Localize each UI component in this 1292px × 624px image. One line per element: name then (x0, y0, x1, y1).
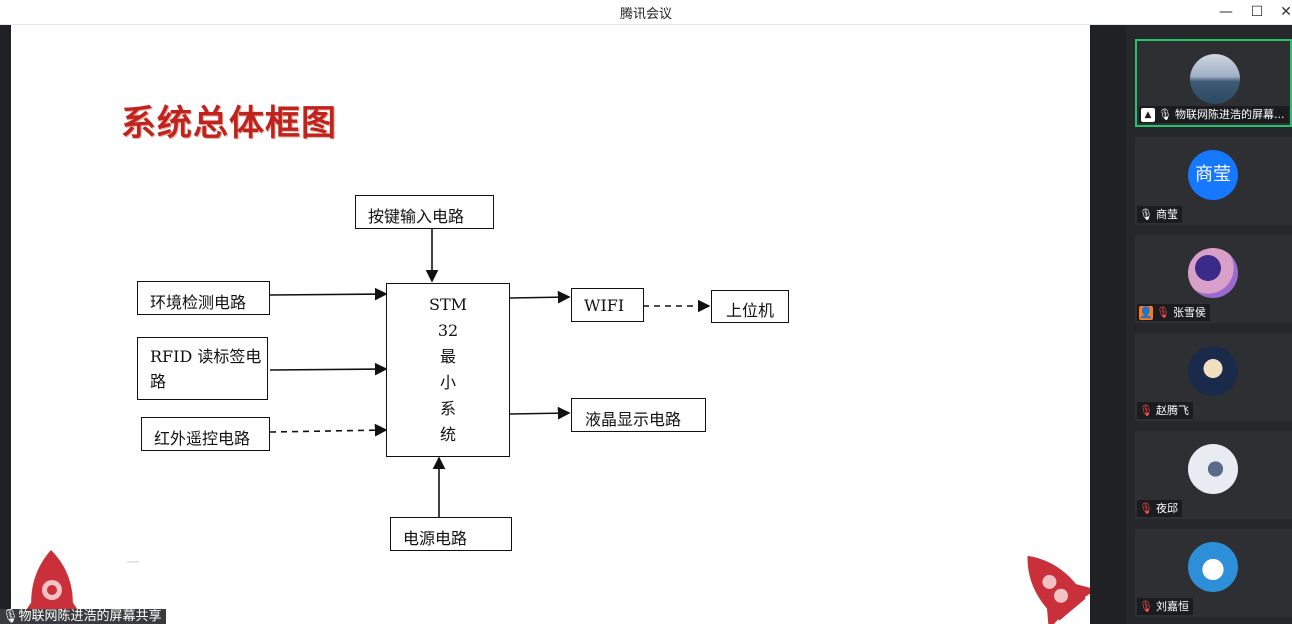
title-bar: 腾讯会议 — ☐ ✕ (0, 0, 1292, 25)
box-lcd: 液晶显示电路 (571, 398, 706, 432)
participant-tile[interactable]: 👤 🎙 张雪侯 (1135, 235, 1292, 323)
participant-tile[interactable]: 🎙 刘嘉恒 (1135, 529, 1292, 617)
participants-sidebar[interactable]: ▲ 🎙 物联网陈进浩的屏幕... 商莹 🎙 商莹 👤 🎙 张雪侯 🎙 赵腾飞 (1126, 25, 1292, 624)
mic-icon: 🎙 (1158, 107, 1172, 121)
mic-muted-icon: 🎙 (1139, 599, 1153, 613)
box-wifi: WIFI (571, 288, 644, 322)
rocket-icon (1027, 555, 1090, 624)
screen-share-icon: ▲ (1141, 107, 1155, 122)
participant-tile[interactable]: ▲ 🎙 物联网陈进浩的屏幕... (1135, 39, 1292, 127)
arrow-env-to-stm (269, 287, 388, 301)
avatar (1188, 346, 1238, 396)
mic-muted-icon: 🎙 (1139, 403, 1153, 417)
minimize-button[interactable]: — (1219, 4, 1233, 20)
screen-share-label: 🎙物联网陈进浩的屏幕共享 (0, 609, 166, 624)
maximize-button[interactable]: ☐ (1250, 4, 1264, 20)
box-ir-remote: 红外遥控电路 (141, 417, 270, 451)
slide-title: 系统总体框图 (121, 104, 338, 144)
presentation-slide: 系统总体框图 按键输入电路 环境检测电路 RFID 读标签电路 红外遥控电路 (11, 25, 1090, 624)
participant-namebar: 🎙 商莹 (1137, 206, 1182, 223)
mic-icon: 🎙 (1139, 207, 1153, 221)
arrow-ir-to-stm (269, 423, 388, 437)
close-button[interactable]: ✕ (1280, 4, 1292, 20)
participant-namebar: 🎙 赵腾飞 (1137, 402, 1193, 419)
box-env-detect: 环境检测电路 (137, 281, 270, 315)
participant-tile[interactable]: 🎙 夜邱 (1135, 431, 1292, 519)
arrow-stm-to-wifi (509, 290, 571, 304)
avatar (1188, 248, 1238, 298)
participant-namebar: 👤 🎙 张雪侯 (1137, 304, 1210, 321)
arrow-rfid-to-stm (269, 362, 388, 376)
box-power: 电源电路 (390, 517, 512, 551)
participant-tile[interactable]: 🎙 赵腾飞 (1135, 333, 1292, 421)
user-badge-icon: 👤 (1139, 305, 1153, 320)
box-key-input: 按键输入电路 (355, 195, 494, 229)
box-host-pc: 上位机 (711, 290, 789, 323)
avatar (1190, 54, 1240, 104)
avatar (1188, 542, 1238, 592)
shared-screen-stage[interactable]: 系统总体框图 按键输入电路 环境检测电路 RFID 读标签电路 红外遥控电路 (0, 25, 1126, 624)
participant-namebar: 🎙 夜邱 (1137, 500, 1182, 517)
participant-namebar: ▲ 🎙 物联网陈进浩的屏幕... (1139, 106, 1289, 123)
participant-namebar: 🎙 刘嘉恒 (1137, 598, 1193, 615)
window-title: 腾讯会议 (619, 7, 672, 22)
box-rfid: RFID 读标签电路 (137, 337, 268, 400)
diagram-connectors (127, 227, 711, 563)
mic-muted-icon: 🎙 (1156, 305, 1170, 319)
arrow-stm-to-lcd (509, 406, 571, 420)
participant-tile[interactable]: 商莹 🎙 商莹 (1135, 137, 1292, 225)
avatar (1188, 444, 1238, 494)
avatar: 商莹 (1188, 150, 1238, 200)
mic-icon: 🎙 (2, 609, 19, 624)
mic-muted-icon: 🎙 (1139, 501, 1153, 515)
